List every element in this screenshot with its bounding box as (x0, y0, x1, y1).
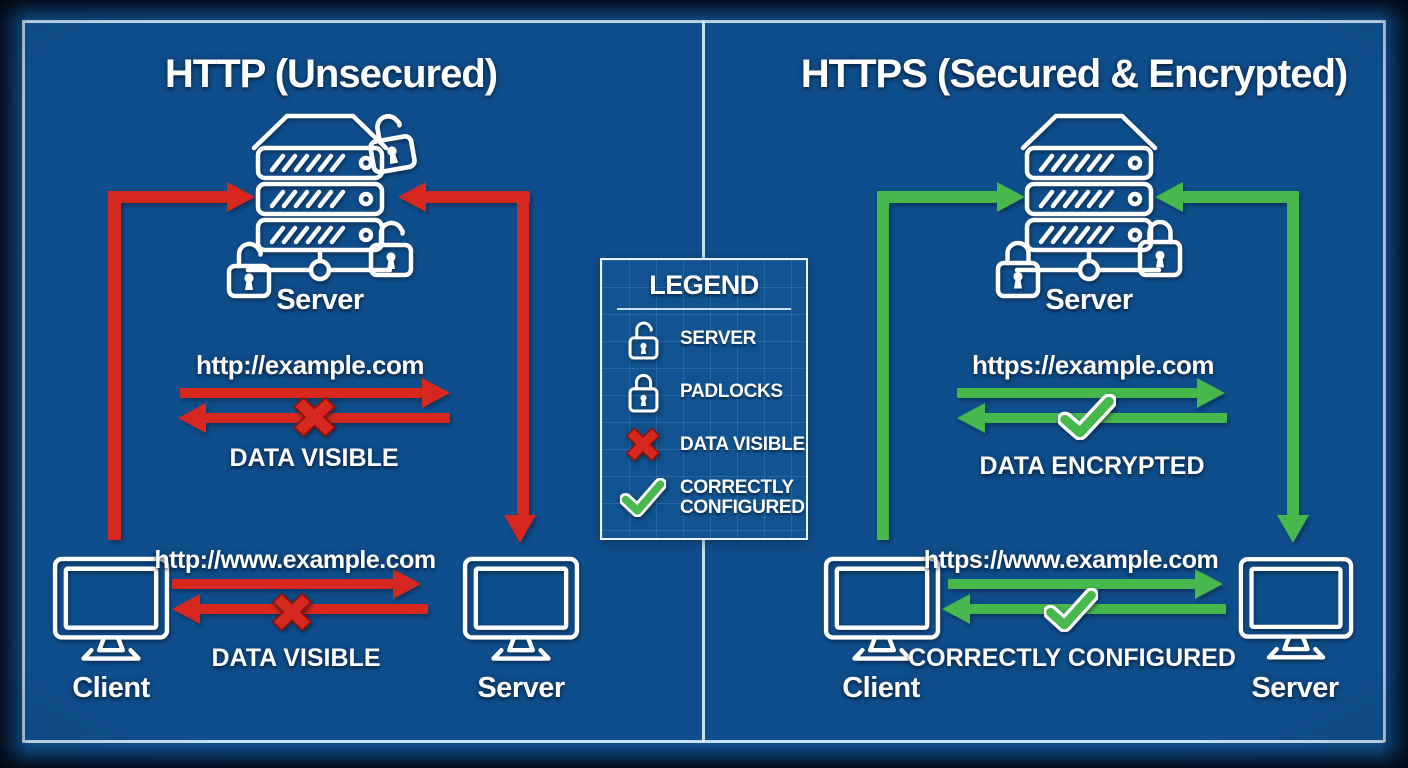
http-client-caption: Client (72, 672, 150, 704)
legend-title: LEGEND (649, 270, 759, 300)
green-arrow-client-up-segment (877, 191, 889, 540)
green-response-arrowhead (957, 403, 985, 433)
green-arrow-return-top-segment (1183, 191, 1299, 203)
legend-label-data-visible: DATA VISIBLE (680, 433, 805, 455)
https-server-rack-icon (989, 103, 1189, 303)
legend-label-correctly-configured: CORRECTLY CONFIGURED (680, 476, 805, 518)
client-monitor-icon (52, 556, 170, 662)
server-monitor-icon (462, 556, 580, 662)
legend-row-data-visible: DATA VISIBLE (602, 418, 806, 471)
green-bottom-response-bar (970, 604, 1226, 614)
https-server-caption: Server (1045, 284, 1133, 316)
green-arrow-client-top-segment (877, 191, 997, 203)
green-check-icon (1058, 394, 1116, 440)
legend-row-server: SERVER (602, 312, 806, 365)
server-monitor-icon (1238, 555, 1354, 662)
http-mid-url-label: http://example.com (196, 350, 424, 380)
closed-padlock-icon (620, 370, 666, 413)
green-request-arrowhead (1197, 378, 1225, 408)
red-x-icon (272, 592, 312, 632)
https-bottom-status-label: CORRECTLY CONFIGURED (908, 644, 1236, 672)
green-arrowhead-into-bottom-server (1277, 515, 1309, 543)
https-bottom-server-caption: Server (1251, 672, 1339, 704)
green-arrow-return-down-segment (1287, 191, 1299, 515)
http-bottom-server-caption: Server (477, 672, 565, 704)
open-padlock-icon (366, 113, 416, 173)
green-check-icon (620, 478, 666, 517)
https-mid-status-label: DATA ENCRYPTED (979, 452, 1205, 480)
green-check-icon (1044, 588, 1098, 632)
http-bottom-url-label: http://www.example.com (154, 546, 436, 574)
green-bottom-response-arrowhead (942, 594, 970, 624)
https-bottom-url-label: https://www.example.com (923, 546, 1219, 574)
http-panel-title: HTTP (Unsecured) (164, 52, 498, 96)
open-padlock-icon (620, 317, 666, 360)
red-x-icon (620, 426, 666, 463)
legend-divider (617, 308, 791, 310)
legend-label-padlocks: PADLOCKS (680, 380, 783, 402)
https-mid-url-label: https://example.com (972, 350, 1214, 380)
http-mid-status-label: DATA VISIBLE (229, 444, 399, 472)
https-panel-title: HTTPS (Secured & Encrypted) (800, 52, 1348, 96)
legend-label-server: SERVER (680, 327, 756, 349)
https-client-caption: Client (842, 672, 920, 704)
legend-row-correctly-configured: CORRECTLY CONFIGURED (602, 471, 806, 524)
http-server-caption: Server (276, 284, 364, 316)
legend-row-padlocks: PADLOCKS (602, 365, 806, 418)
http-bottom-status-label: DATA VISIBLE (211, 644, 381, 672)
http-server-rack-icon (220, 103, 420, 303)
legend-panel: LEGEND SERVER PADLOCKS DATA VISIBLE CORR… (600, 258, 808, 540)
red-x-icon (293, 396, 336, 438)
